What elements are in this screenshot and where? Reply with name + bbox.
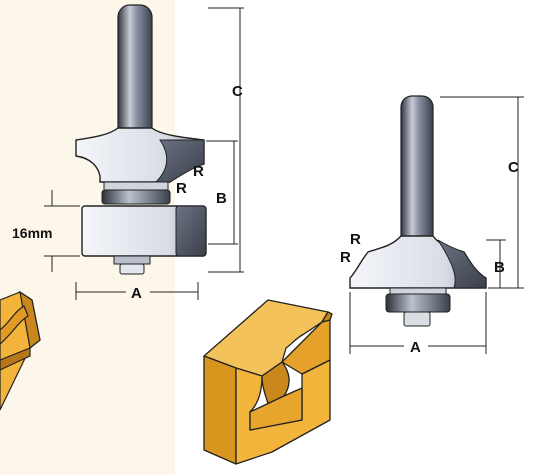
right-label-c: C xyxy=(508,159,519,176)
right-carbide-tip xyxy=(437,239,487,289)
right-router-bit xyxy=(349,95,487,327)
right-label-b: B xyxy=(494,259,505,276)
right-label-r-top: R xyxy=(350,231,361,248)
right-label-a: A xyxy=(410,339,421,356)
left-collar xyxy=(103,181,169,191)
left-cutter-carbide xyxy=(175,205,207,257)
right-shank xyxy=(400,95,434,247)
left-shank xyxy=(117,4,153,144)
left-label-c: C xyxy=(232,83,243,100)
right-collar xyxy=(389,287,447,295)
left-label-cut-depth: 16mm xyxy=(12,225,52,241)
left-label-a: A xyxy=(131,285,142,302)
left-ring xyxy=(101,189,171,205)
left-label-r-bottom: R xyxy=(176,180,187,197)
left-dimension-lines xyxy=(44,7,244,300)
right-nut xyxy=(403,311,431,327)
right-dimension-lines xyxy=(349,96,524,354)
left-nut xyxy=(119,263,145,275)
left-label-b: B xyxy=(216,190,227,207)
left-label-r-top: R xyxy=(193,163,204,180)
right-bearing xyxy=(385,293,451,313)
left-wood-profile-icon xyxy=(0,290,41,411)
left-router-bit xyxy=(75,4,207,275)
left-bearing xyxy=(113,255,151,265)
left-carbide-tip xyxy=(154,139,205,183)
right-wood-profile-icon xyxy=(203,299,333,465)
right-label-r-bottom: R xyxy=(340,249,351,266)
